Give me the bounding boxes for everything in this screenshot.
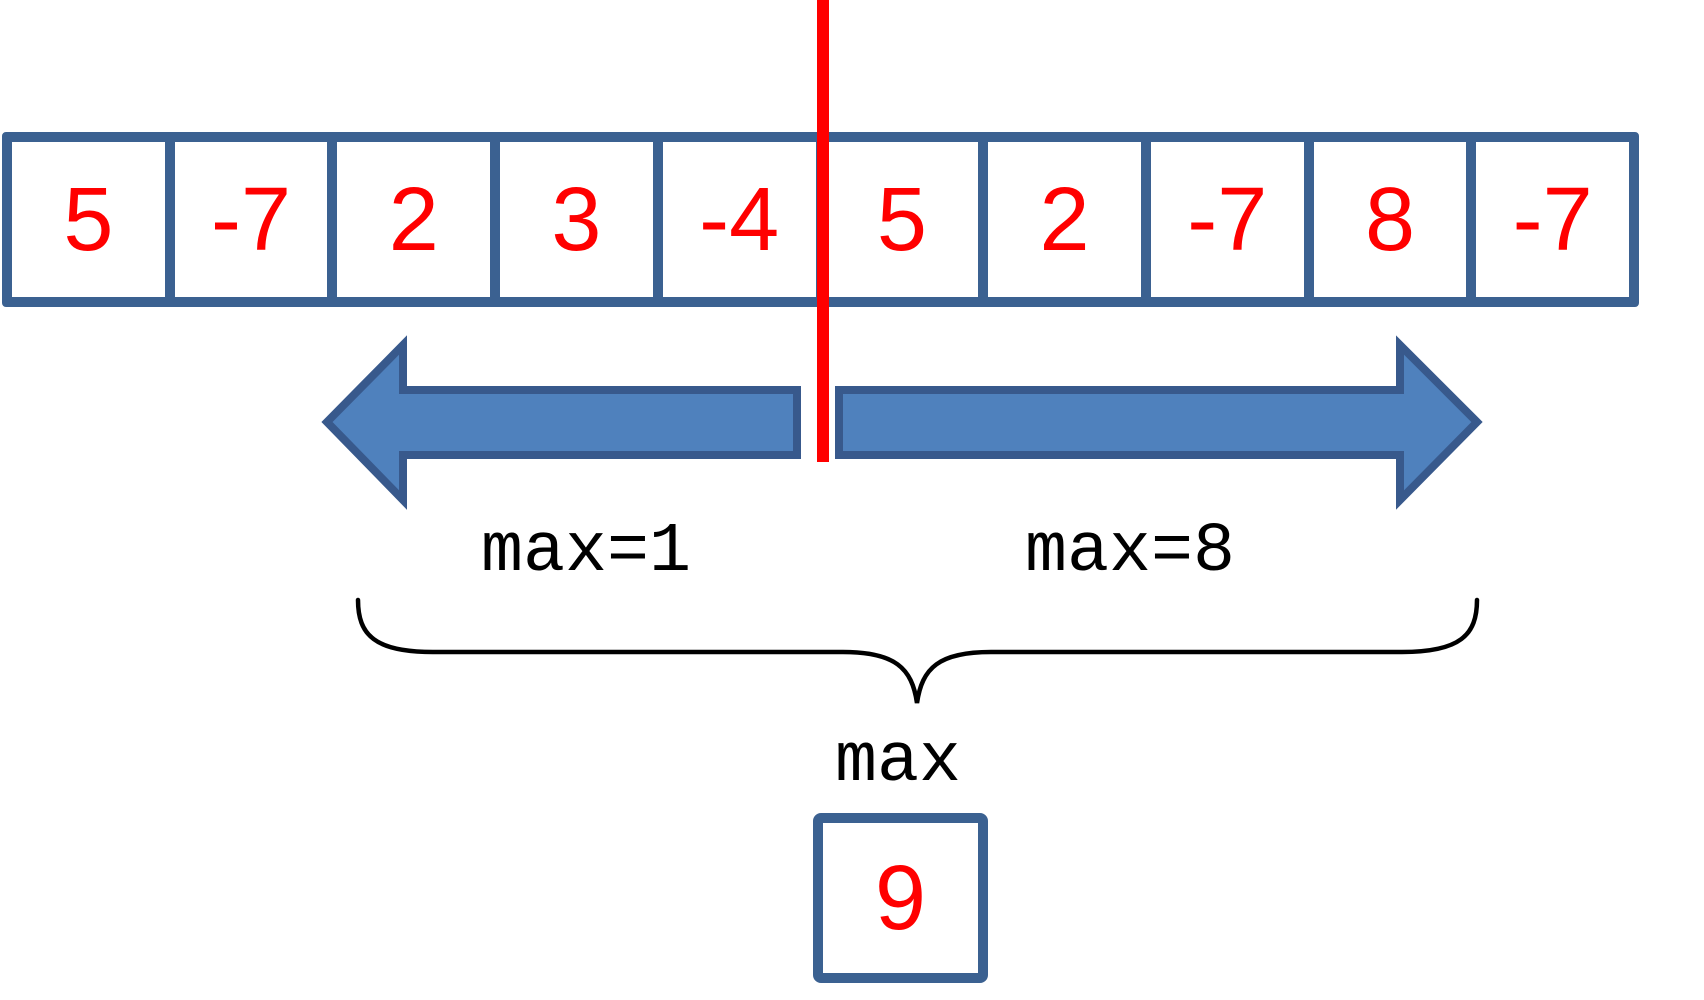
divide-line (817, 0, 829, 462)
array-cell: -7 (1140, 142, 1304, 297)
array-cell-value: -7 (211, 169, 292, 270)
array-cell-value: -7 (1512, 169, 1593, 270)
array-cell: 8 (1303, 142, 1467, 297)
array-cell: 2 (327, 142, 491, 297)
right-arrow-icon (835, 335, 1483, 510)
array-cell: 2 (978, 142, 1141, 297)
array-cell: -7 (164, 142, 328, 297)
left-half-max-label: max=1 (480, 513, 692, 592)
array-cell-value: 5 (63, 169, 114, 270)
right-half-max-label: max=8 (1024, 513, 1236, 592)
array-cell-value: 2 (1039, 169, 1090, 270)
array-cell-value: 2 (388, 169, 439, 270)
array-cell-value: 8 (1364, 169, 1415, 270)
array-cell: 3 (490, 142, 653, 297)
array-cell: 5 (12, 142, 165, 297)
array-cell-value: -4 (699, 169, 780, 270)
array-cell: -4 (652, 142, 816, 297)
array-cell-value: 3 (551, 169, 602, 270)
left-arrow-icon (321, 335, 801, 510)
brace (355, 597, 1480, 704)
result-box: 9 (813, 813, 988, 983)
array-cell: -7 (1466, 142, 1630, 297)
array-cell-value: 5 (876, 169, 927, 270)
combined-max-label: max (834, 723, 962, 802)
result-value: 9 (874, 847, 927, 949)
array-cell-value: -7 (1187, 169, 1268, 270)
